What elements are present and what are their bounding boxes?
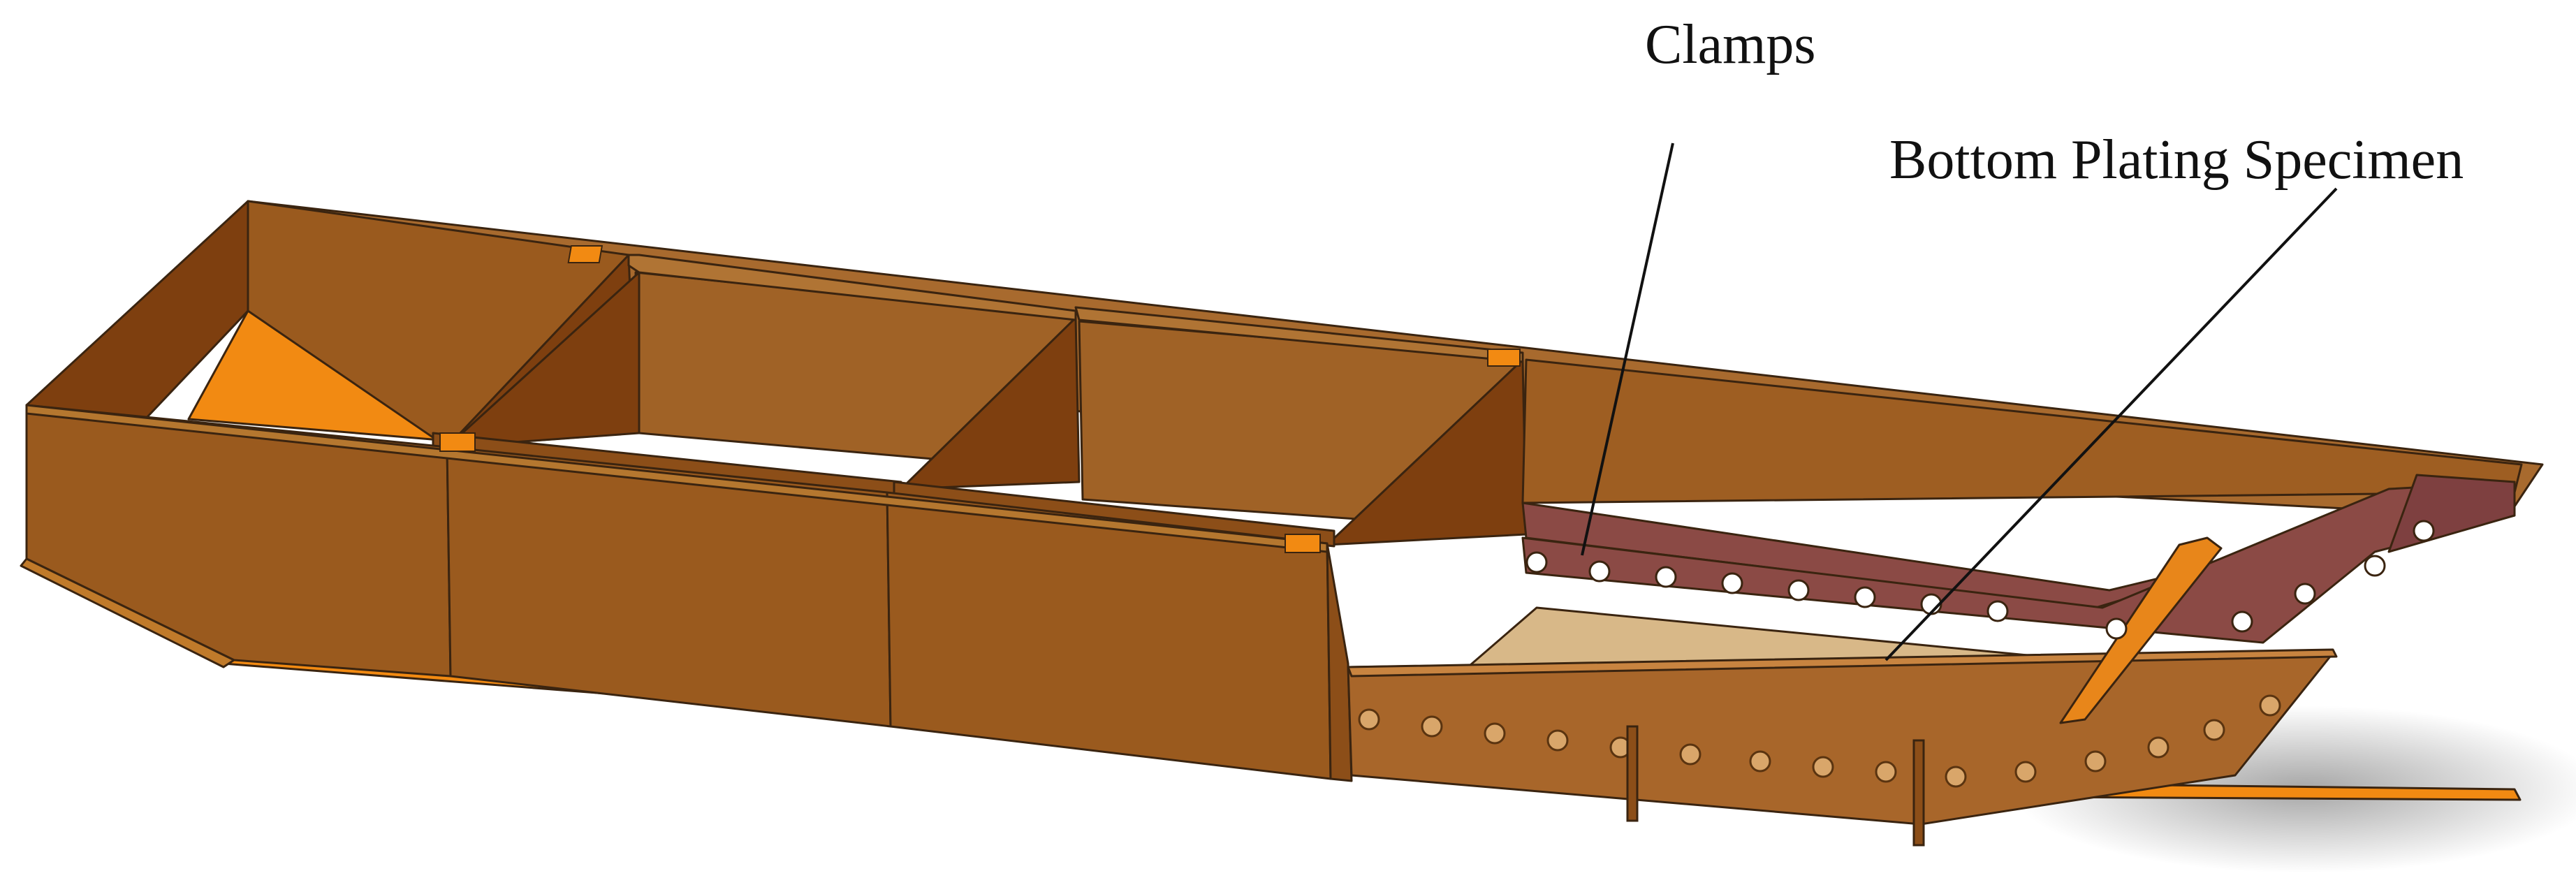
near-side-wall-panel-1 <box>25 404 452 678</box>
left-end-chamfer <box>20 557 235 668</box>
bolt-head <box>1749 750 1771 773</box>
clamps-leader-line <box>1581 142 1674 556</box>
bolt-head <box>2147 736 2169 759</box>
specimen-leader-line <box>1885 187 2338 661</box>
front-clamp-rail-top <box>1347 648 2338 678</box>
clamps-label: Clamps <box>1645 14 1815 75</box>
bulkhead-rim-2 <box>1074 306 1524 363</box>
bolt-head <box>2203 719 2225 741</box>
bottom-plating-specimen-label: Bottom Plating Specimen <box>1889 129 2464 191</box>
rim-clamp-4 <box>1285 534 1321 553</box>
bolt-head <box>2014 761 2037 783</box>
bolt-head <box>1679 743 1702 766</box>
rim-clamps <box>439 245 1521 553</box>
rim-clamp-2 <box>439 432 476 452</box>
bolt-hole <box>1986 600 2009 622</box>
rail-stiffener <box>1626 725 1639 822</box>
bolt-hole <box>2231 610 2253 633</box>
rail-bolts <box>1358 694 2281 788</box>
rim-clamp-3 <box>1487 349 1521 367</box>
bolt-head <box>1945 766 1967 788</box>
bolt-hole <box>1854 586 1876 608</box>
bolt-hole <box>2105 617 2128 640</box>
rail-stiffeners <box>1626 725 1925 847</box>
bolt-head <box>1421 715 1443 738</box>
bolt-head <box>2259 694 2281 717</box>
bolt-head <box>2084 750 2107 773</box>
compartment-2-left <box>446 271 641 448</box>
near-wall-top-rim <box>25 404 1329 553</box>
test-section-back-wall <box>1521 358 2523 504</box>
bolt-hole <box>1721 572 1743 594</box>
hull-structure <box>20 200 2544 826</box>
bolt-head <box>1546 729 1569 752</box>
bolt-hole <box>2294 583 2316 605</box>
bolt-hole <box>2413 520 2435 542</box>
bolt-head <box>1875 761 1897 783</box>
annotations: Clamps Bottom Plating Specimen <box>1581 14 2464 661</box>
rail-stiffener <box>1912 739 1925 847</box>
bolt-hole <box>2364 555 2386 577</box>
near-side-wall-panel-3 <box>886 491 1332 780</box>
bolt-hole <box>1588 560 1611 583</box>
near-side-wall-panel-4 <box>1326 542 1353 782</box>
bolt-head <box>1812 756 1834 778</box>
bolt-head <box>1484 722 1506 745</box>
bolt-hole <box>1525 551 1548 573</box>
rim-clamp-1 <box>567 245 603 263</box>
compartment-3-left <box>900 316 1081 490</box>
bolt-head <box>1358 708 1380 731</box>
clamp-bolt-holes <box>1525 520 2435 640</box>
cross-strap <box>2059 536 2223 724</box>
bolt-hole <box>1655 566 1677 588</box>
bolt-hole <box>1787 579 1810 601</box>
bulkhead-rim-1 <box>627 254 1077 321</box>
